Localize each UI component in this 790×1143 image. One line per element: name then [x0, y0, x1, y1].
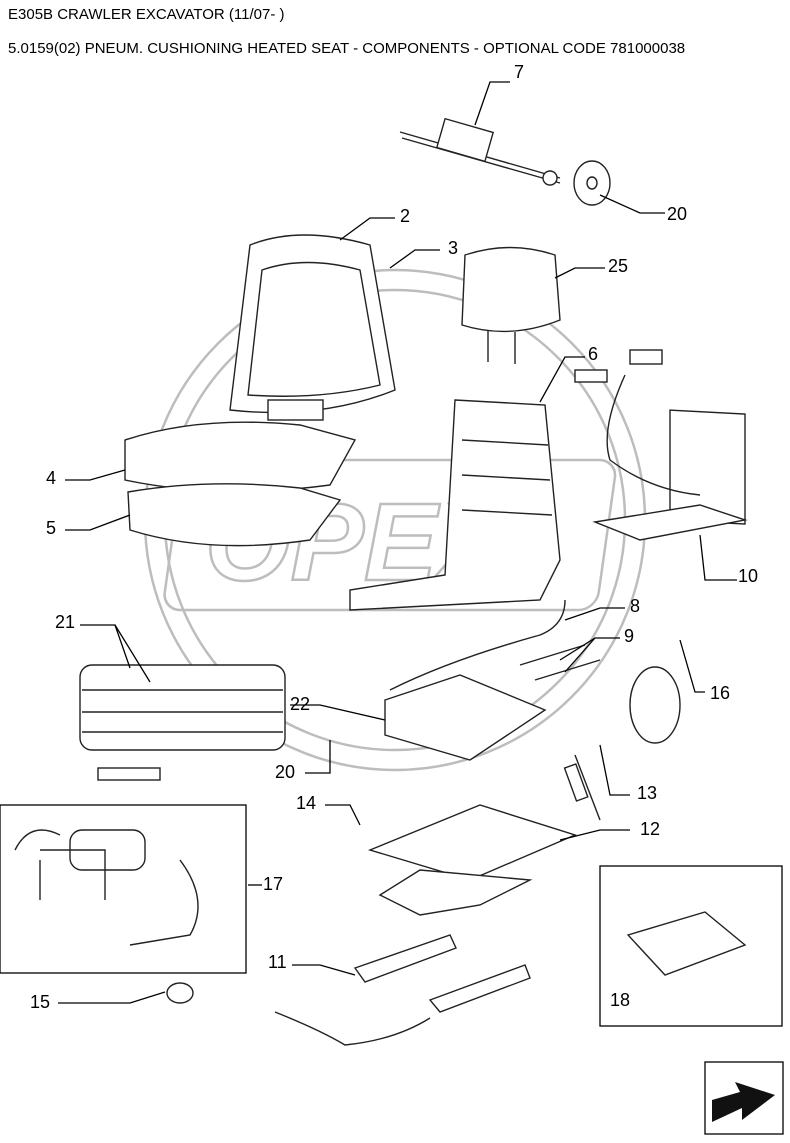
leader-lines — [58, 81, 737, 1004]
part-knob — [573, 160, 611, 206]
callout-16: 16 — [710, 683, 730, 703]
callout-20b: 20 — [275, 762, 295, 782]
callout-20: 20 — [667, 204, 687, 224]
kit-inset-box — [0, 804, 247, 974]
plate-inset-box — [599, 865, 783, 1027]
callout-8: 8 — [630, 596, 640, 616]
part-lever-knob — [166, 982, 194, 1004]
callout-5: 5 — [46, 518, 56, 538]
callout-13: 13 — [637, 783, 657, 803]
part-suspension — [79, 664, 286, 781]
part-damper — [563, 754, 601, 821]
callout-12: 12 — [640, 819, 660, 839]
part-backrest — [229, 234, 396, 421]
part-air-spring — [629, 666, 681, 744]
callout-6: 6 — [588, 344, 598, 364]
page-title: E305B CRAWLER EXCAVATOR (11/07- ) — [8, 6, 285, 23]
callout-3: 3 — [448, 238, 458, 258]
callout-2: 2 — [400, 206, 410, 226]
part-swivel-base — [367, 804, 578, 916]
callout-14: 14 — [296, 793, 316, 813]
part-heating-pad — [592, 374, 748, 541]
callout-11: 11 — [268, 952, 287, 972]
callout-25: 25 — [608, 256, 628, 276]
callout-9: 9 — [624, 626, 634, 646]
part-rails — [274, 934, 531, 1046]
callout-21: 21 — [55, 612, 75, 632]
part-cable-springs — [389, 599, 601, 691]
part-seat-cushion — [124, 421, 357, 547]
part-electrical-kit — [14, 829, 199, 946]
callout-labels: 7 20 2 3 25 6 4 5 10 8 21 9 16 22 20 13 … — [30, 62, 758, 1012]
part-lower-bracket — [384, 674, 547, 761]
part-headrest — [461, 246, 561, 364]
callout-15: 15 — [30, 992, 50, 1012]
page-subtitle: 5.0159(02) PNEUM. CUSHIONING HEATED SEAT… — [8, 40, 686, 57]
callout-22: 22 — [290, 694, 310, 714]
callout-18: 18 — [610, 990, 630, 1010]
callout-10: 10 — [738, 566, 758, 586]
navigation-arrow-icon[interactable] — [704, 1061, 784, 1135]
callout-4: 4 — [46, 468, 56, 488]
part-cover-plate — [626, 911, 747, 976]
part-seat-frame — [349, 349, 663, 611]
callout-7: 7 — [514, 62, 524, 82]
part-shaft-bracket — [399, 117, 561, 186]
callout-17: 17 — [263, 874, 283, 894]
